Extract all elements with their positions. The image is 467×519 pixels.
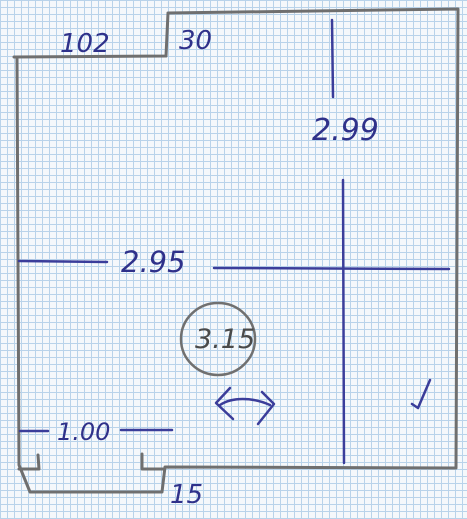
horizontal-dimension-line-right <box>212 266 451 271</box>
vertical-dimension-line-top <box>330 18 335 99</box>
bottom-opening-jamb-right <box>140 452 166 471</box>
top-notch-width-label: 102 <box>60 29 110 59</box>
vertical-dimension-line-bottom <box>341 178 346 465</box>
bottom-opening-label: 1.00 <box>57 418 110 446</box>
horizontal-dimension-line-left <box>17 259 109 264</box>
vertical-dimension-label: 2.99 <box>312 113 379 148</box>
bottom-opening-jamb-left <box>17 453 41 471</box>
check-mark-icon <box>410 378 432 410</box>
bottom-recess-label: 15 <box>170 480 203 510</box>
notch-depth-label: 30 <box>179 26 212 56</box>
room-outline <box>12 7 460 494</box>
circled-area-label: 3.15 <box>195 324 255 355</box>
double-headed-arrow-icon <box>214 386 276 426</box>
horizontal-dimension-label: 2.95 <box>121 245 186 279</box>
circled-area-ring <box>179 301 257 377</box>
